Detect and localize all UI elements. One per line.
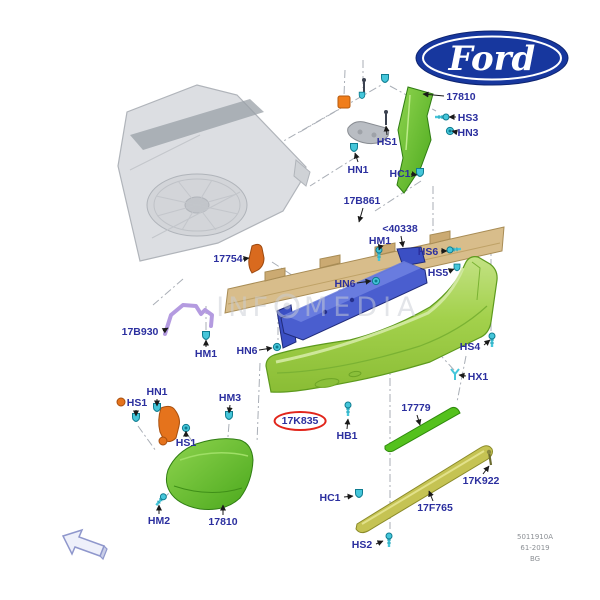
hardware-label-hn1-upper[interactable]: HN1 (347, 164, 369, 176)
doc-number: 5011910A (517, 533, 553, 541)
fastener-clip-top[interactable] (381, 74, 389, 83)
part-label-40338[interactable]: <40338 (382, 223, 418, 235)
hardware-label-hs5[interactable]: HS5 (427, 267, 449, 279)
part-label-17754[interactable]: 17754 (213, 253, 243, 265)
part-label-17B861[interactable]: 17B861 (343, 195, 381, 207)
hardware-label-hm1-lower[interactable]: HM1 (194, 348, 218, 360)
part-label-17F765[interactable]: 17F765 (417, 502, 453, 514)
part-label-17K835-highlighted[interactable]: 17K835 (273, 411, 327, 431)
hardware-label-hx1[interactable]: HX1 (467, 371, 489, 383)
fastener-orange-dot[interactable] (116, 397, 126, 407)
fastener-hs5[interactable] (453, 263, 461, 272)
fastener-hn6-right[interactable] (371, 276, 381, 286)
doc-code: BG (529, 555, 541, 563)
fastener-hc1-lower[interactable] (355, 489, 363, 498)
part-label-17810-upper[interactable]: 17810 (446, 91, 476, 103)
fastener-hn1-upper[interactable] (350, 143, 358, 152)
strip-17F765[interactable] (355, 445, 493, 534)
floor-pan[interactable] (117, 84, 311, 262)
absorber-17B861[interactable] (224, 226, 505, 314)
watermark: INF MEDIA (216, 292, 422, 323)
part-label-17K922[interactable]: 17K922 (462, 475, 500, 487)
label-leader-arrows (133, 91, 491, 546)
clip-orange-square[interactable] (337, 95, 351, 109)
hardware-label-hm1-mid[interactable]: HM1 (368, 235, 392, 247)
part-label-17810-lower[interactable]: 17810 (208, 516, 238, 528)
hardware-label-hn6-lower[interactable]: HN6 (236, 345, 258, 357)
fastener-hs3[interactable] (433, 112, 451, 122)
bracket-17754[interactable] (248, 243, 265, 274)
fastener-clip-top2[interactable] (358, 91, 366, 99)
hardware-label-hs6[interactable]: HS6 (417, 246, 439, 258)
hardware-label-hc1-upper[interactable]: HC1 (389, 168, 411, 180)
hardware-label-hs1-lowermid[interactable]: HS1 (175, 437, 197, 449)
bumper-cover-17K835[interactable] (265, 256, 498, 393)
document-reference: 5011910A 61-2019 BG (517, 532, 553, 565)
hardware-label-hs3[interactable]: HS3 (457, 112, 479, 124)
doc-date: 61-2019 (520, 544, 550, 552)
part-label-17B930[interactable]: 17B930 (121, 326, 159, 338)
beam-40338[interactable] (276, 246, 428, 349)
fastener-hs2[interactable] (384, 531, 394, 549)
pin-17K922[interactable] (486, 449, 493, 466)
strip-17779[interactable] (384, 406, 461, 453)
hardware-label-hb1[interactable]: HB1 (336, 430, 358, 442)
hardware-label-hn3[interactable]: HN3 (457, 127, 479, 139)
bracket-17810-upper[interactable] (396, 86, 434, 194)
harness-17B930[interactable] (163, 303, 214, 336)
fastener-hn6-lower[interactable] (272, 342, 282, 352)
fastener-hs1-lowermid[interactable] (181, 423, 191, 433)
hardware-label-hc1-lower[interactable]: HC1 (319, 492, 341, 504)
hardware-label-hs4[interactable]: HS4 (459, 341, 481, 353)
ford-logo: Ford (415, 30, 569, 86)
hardware-label-hs1-upper[interactable]: HS1 (376, 136, 398, 148)
hardware-label-hs1-lowerleft[interactable]: HS1 (126, 397, 148, 409)
hardware-label-hn1-lower[interactable]: HN1 (146, 386, 168, 398)
fastener-hx1[interactable] (450, 368, 460, 380)
watermark-text-right: MEDIA (304, 292, 422, 323)
bracket-orange-lower[interactable] (158, 405, 180, 446)
fastener-pin-top[interactable] (361, 77, 367, 94)
hardware-label-hm3[interactable]: HM3 (218, 392, 242, 404)
hardware-label-hs2[interactable]: HS2 (351, 539, 373, 551)
watermark-text-left: INF (216, 292, 272, 323)
fastener-hb1[interactable] (343, 400, 353, 418)
bracket-small-gray[interactable] (347, 121, 390, 145)
hardware-label-hm2[interactable]: HM2 (147, 515, 171, 527)
part-label-17779[interactable]: 17779 (401, 402, 431, 414)
ford-logo-text: Ford (448, 39, 536, 79)
front-direction-arrow (61, 528, 108, 561)
fastener-hs1-upper[interactable] (383, 109, 389, 126)
corner-cover-17810-lower[interactable] (165, 438, 254, 510)
fastener-hm2[interactable] (152, 491, 169, 509)
fastener-hm1-lower[interactable] (202, 331, 210, 340)
fastener-hc1-upper[interactable] (416, 168, 424, 177)
hardware-label-hn6-right[interactable]: HN6 (334, 278, 356, 290)
